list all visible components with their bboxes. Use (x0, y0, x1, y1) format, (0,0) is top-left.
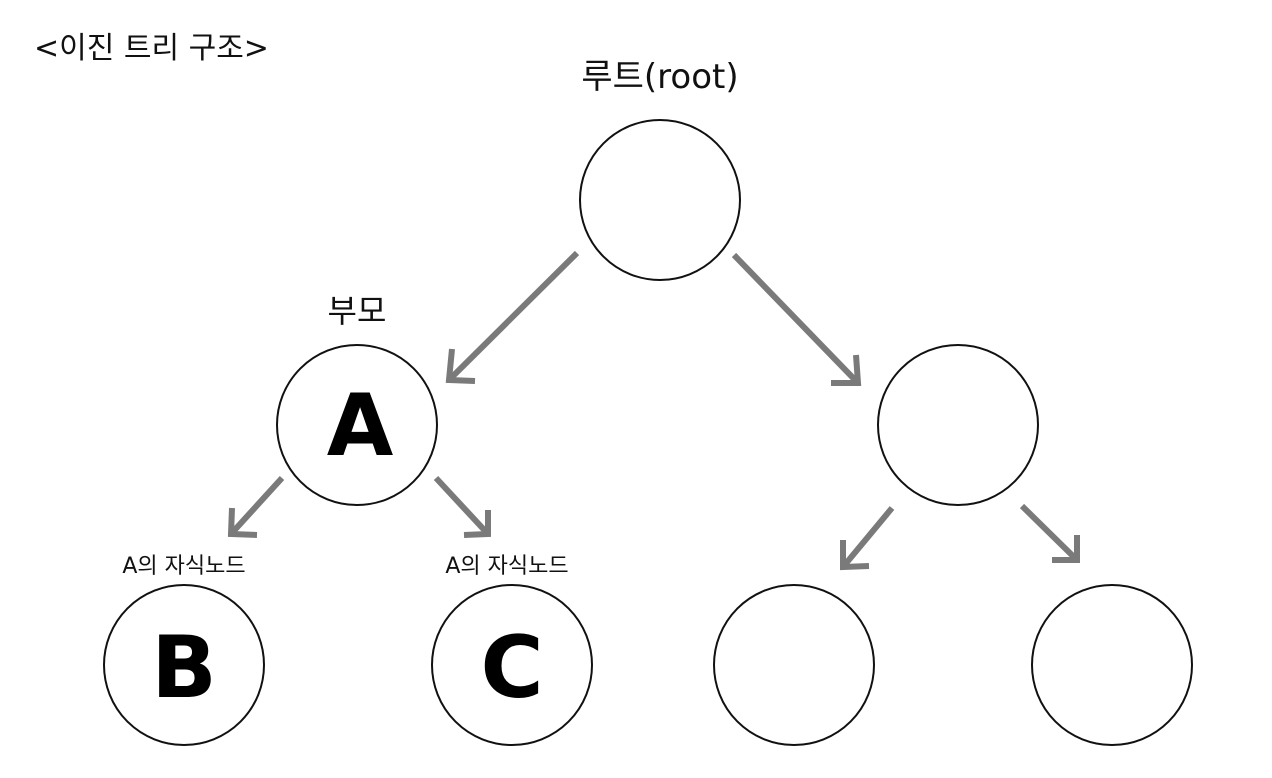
edge-right-to-right-left (840, 506, 895, 571)
node-b: B (103, 584, 265, 746)
node-root (579, 119, 741, 281)
node-a: A (276, 344, 438, 506)
node-c: C (431, 584, 593, 746)
edge-a-to-c (433, 475, 491, 538)
child-label-b: A의 자식노드 (122, 554, 245, 579)
node-b-letter: B (151, 618, 217, 718)
root-label: 루트(root) (581, 57, 738, 97)
node-right (877, 344, 1039, 506)
node-c-letter: C (480, 618, 543, 718)
child-label-c: A의 자식노드 (445, 554, 568, 579)
node-right-left (713, 584, 875, 746)
node-right-right (1031, 584, 1193, 746)
edge-a-to-b (227, 475, 285, 538)
edge-root-to-a (445, 250, 580, 384)
edge-right-to-right-right (1019, 503, 1080, 563)
parent-label: 부모 (328, 292, 387, 330)
diagram-title: <이진 트리 구조> (34, 31, 269, 66)
node-a-letter: A (327, 376, 394, 476)
edge-root-to-right (731, 252, 862, 386)
